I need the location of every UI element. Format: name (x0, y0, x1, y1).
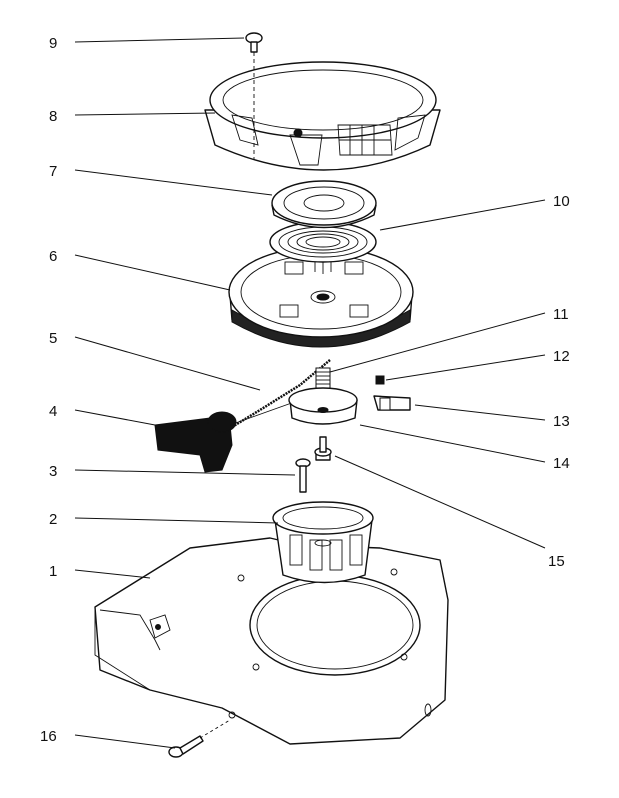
callout-16: 16 (40, 728, 57, 745)
callout-3: 3 (49, 463, 57, 480)
leader-line-12 (385, 354, 546, 381)
leader-line-8 (74, 112, 216, 116)
leader-line-15 (334, 455, 546, 549)
small-screw-part (168, 719, 231, 758)
housing-part (94, 537, 449, 745)
plate-part (271, 180, 377, 229)
leader-line-2 (74, 517, 279, 524)
screw-part (295, 458, 311, 493)
pulley-part (228, 246, 414, 348)
bolt-part (314, 436, 332, 461)
leader-line-13 (414, 404, 546, 421)
leader-line-16 (74, 734, 176, 749)
callout-2: 2 (49, 511, 57, 528)
callout-12: 12 (553, 348, 570, 365)
rope-part (231, 359, 331, 429)
callout-7: 7 (49, 163, 57, 180)
callout-1: 1 (49, 563, 57, 580)
callout-15: 15 (548, 553, 565, 570)
callout-8: 8 (49, 108, 57, 125)
leader-line-14 (359, 424, 546, 463)
callout-13: 13 (553, 413, 570, 430)
small-spring-part (315, 367, 331, 389)
pawl-part (373, 395, 411, 411)
leader-line-7 (74, 169, 273, 196)
leader-line-9 (74, 37, 245, 43)
leader-line-6 (74, 254, 231, 291)
leader-line-4 (74, 409, 156, 426)
leader-line-10 (379, 199, 546, 231)
top-screw-part (245, 32, 263, 160)
pin-part (375, 375, 385, 385)
callout-6: 6 (49, 248, 57, 265)
callout-11: 11 (553, 306, 569, 323)
callout-10: 10 (553, 193, 570, 210)
callout-5: 5 (49, 330, 57, 347)
callout-labels: 9 8 7 6 5 4 3 2 1 16 10 11 12 13 14 15 (40, 35, 570, 745)
callout-4: 4 (49, 403, 57, 420)
ratchet-part (288, 387, 358, 425)
leader-lines (74, 37, 546, 749)
leader-line-5 (74, 336, 261, 391)
handle-part (154, 399, 301, 473)
leader-line-11 (329, 312, 546, 373)
leader-line-3 (74, 469, 296, 476)
cover-part (204, 61, 441, 171)
callout-9: 9 (49, 35, 57, 52)
leader-line-1 (74, 569, 151, 579)
callout-14: 14 (553, 455, 570, 472)
cup-part (272, 501, 374, 584)
